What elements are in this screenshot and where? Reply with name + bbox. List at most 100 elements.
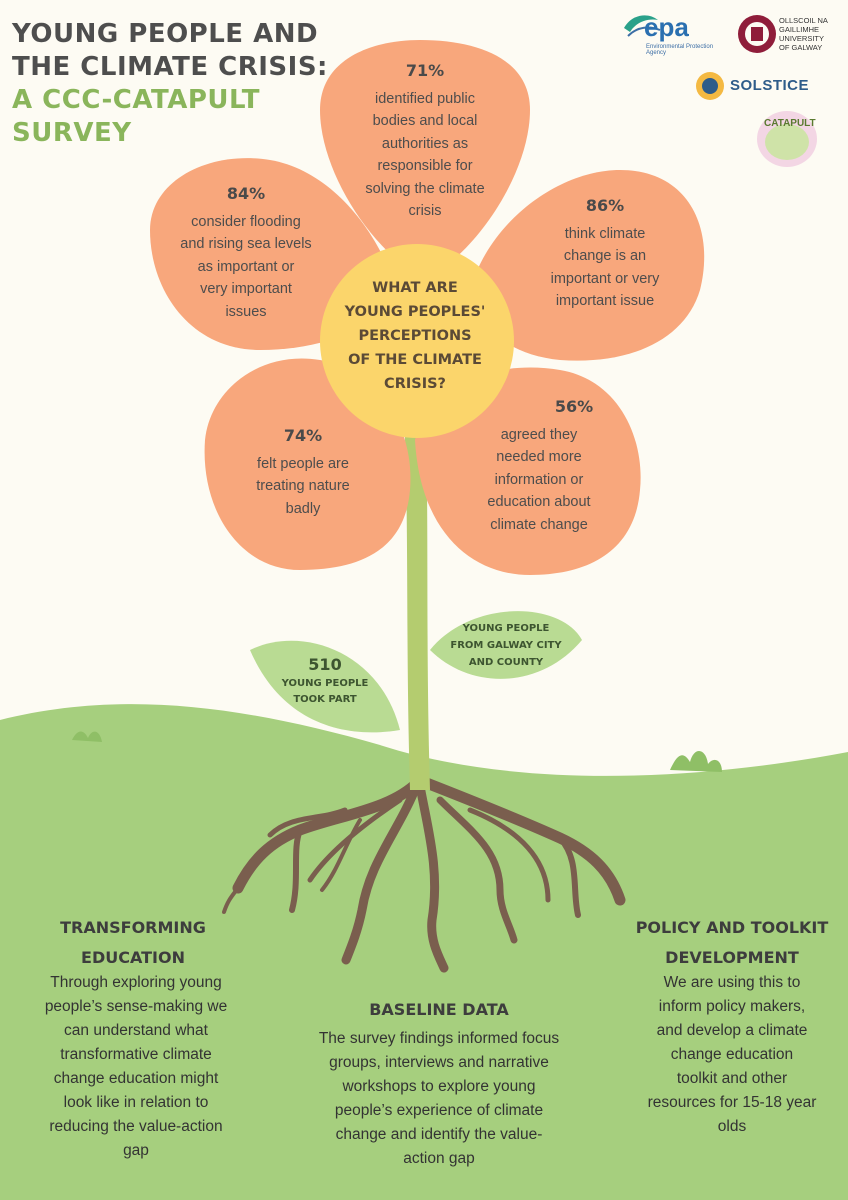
petal-left-text: 84% consider flooding and rising sea lev… — [166, 183, 326, 323]
epa-subtext: Environmental Protection Agency — [646, 44, 714, 56]
petal-left-line: and rising sea levels — [180, 236, 312, 252]
petal-right-line: think climate — [564, 225, 646, 242]
center-line: CRISIS? — [384, 376, 446, 392]
petal-bottom-right-line: information or — [494, 471, 584, 488]
galway-line-1: OLLSCOIL NA — [779, 16, 828, 25]
center-question: WHAT ARE YOUNG PEOPLES' PERCEPTIONS OF T… — [340, 276, 490, 396]
baseline-body-line: action gap — [403, 1150, 475, 1167]
education-body-line: reducing the value-action — [49, 1118, 223, 1135]
title-line-3: A CCC-CATAPULT — [12, 85, 260, 115]
baseline-body: The survey findings informed focus group… — [282, 1027, 596, 1171]
baseline-body-line: people’s experience of climate — [334, 1102, 544, 1119]
catapult-badge-icon — [757, 111, 817, 167]
petal-bottom-right-line: needed more — [496, 449, 582, 465]
petal-top-line: crisis — [408, 203, 442, 219]
roots — [222, 776, 626, 973]
petal-top-line: bodies and local — [372, 113, 478, 129]
petal-top — [320, 40, 530, 280]
petal-bottom-right-line: education about — [487, 494, 591, 510]
petal-top-line: solving the climate — [365, 180, 485, 197]
galway-text: OLLSCOIL NA GAILLIMHE UNIVERSITY OF GALW… — [779, 16, 828, 52]
education-heading-line: TRANSFORMING — [60, 918, 206, 937]
galway-line-4: OF GALWAY — [779, 43, 823, 52]
petal-bottom-left-pct: 74% — [283, 426, 323, 445]
policy-body-line: resources for 15-18 year — [647, 1094, 817, 1111]
petal-right — [470, 170, 705, 361]
grass-tuft-left — [72, 731, 102, 742]
petal-bottom-right-line: agreed they — [500, 426, 578, 443]
catapult-wordmark: CATAPULT — [764, 118, 816, 129]
page-title: YOUNG PEOPLE AND THE CLIMATE CRISIS: A C… — [12, 18, 328, 150]
petal-right-line: important issue — [555, 293, 655, 309]
university-of-galway-logo: OLLSCOIL NA GAILLIMHE UNIVERSITY OF GALW… — [737, 14, 842, 58]
solstice-logo: SOLSTICE — [694, 70, 814, 104]
education-heading-line: EDUCATION — [81, 948, 185, 967]
galway-line-2: GAILLIMHE — [779, 25, 820, 34]
petal-left-line: issues — [225, 303, 267, 320]
leaf-left-line: YOUNG PEOPLE — [281, 678, 369, 689]
petal-bottom-left-line: treating nature — [256, 478, 350, 494]
center-line: WHAT ARE — [372, 280, 458, 296]
policy-body-line: change education — [670, 1046, 794, 1063]
petal-right-text: 86% think climate change is an important… — [530, 195, 680, 313]
baseline-body-line: workshops to explore young — [342, 1078, 536, 1095]
education-body-line: Through exploring young — [50, 974, 222, 991]
education-body: Through exploring young people’s sense-m… — [14, 971, 258, 1163]
petal-bottom-left-text: 74% felt people are treating nature badl… — [228, 425, 378, 520]
galway-crest-icon — [738, 15, 776, 53]
epa-wordmark: epa — [644, 12, 689, 42]
baseline-body-line: groups, interviews and narrative — [329, 1054, 549, 1071]
baseline-body-line: change and identify the value- — [335, 1126, 543, 1143]
title-line-1: YOUNG PEOPLE AND — [12, 19, 319, 49]
baseline-heading-line: BASELINE DATA — [369, 1000, 509, 1019]
leaf-right-text: YOUNG PEOPLE FROM GALWAY CITY AND COUNTY — [448, 620, 564, 671]
leaf-left-text: 510 YOUNG PEOPLE TOOK PART — [272, 654, 378, 708]
education-body-line: gap — [123, 1142, 149, 1159]
leaf-left-line: TOOK PART — [293, 694, 357, 705]
policy-body-line: and develop a climate — [656, 1022, 808, 1039]
participants-count: 510 — [308, 655, 342, 674]
petal-left-line: very important — [200, 281, 292, 297]
catapult-logo: CATAPULT — [756, 110, 818, 168]
petal-left-line: consider flooding — [191, 213, 301, 230]
leaf-right-line: YOUNG PEOPLE — [462, 623, 550, 634]
policy-body: We are using this to inform policy maker… — [620, 971, 844, 1139]
policy-body-line: We are using this to — [663, 974, 801, 991]
baseline-body-line: The survey findings informed focus — [318, 1030, 560, 1047]
petal-top-line: authorities as — [381, 135, 469, 152]
policy-body-line: toolkit and other — [676, 1070, 788, 1087]
center-line: OF THE CLIMATE — [348, 352, 482, 368]
education-body-line: people’s sense-making we — [44, 998, 228, 1015]
petal-top-text: 71% identified public bodies and local a… — [332, 60, 518, 223]
education-heading: TRANSFORMING EDUCATION — [28, 913, 238, 973]
policy-heading: POLICY AND TOOLKIT DEVELOPMENT — [622, 913, 842, 973]
center-line: PERCEPTIONS — [358, 328, 472, 344]
epa-swoosh-icon — [624, 15, 661, 37]
petal-top-line: identified public — [375, 90, 475, 107]
solstice-sun-icon — [696, 72, 724, 100]
education-body-line: can understand what — [64, 1022, 208, 1039]
flower-center — [320, 244, 514, 438]
title-line-4: SURVEY — [12, 118, 132, 148]
policy-body-line: inform policy makers, — [658, 998, 806, 1015]
grass-hill — [0, 704, 848, 1200]
petal-left-line: as important or — [197, 258, 295, 275]
title-line-2: THE CLIMATE CRISIS: — [12, 52, 328, 82]
petal-bottom-right-pct: 56% — [554, 397, 594, 416]
center-line: YOUNG PEOPLES' — [344, 304, 486, 320]
petal-bottom-left-line: felt people are — [257, 455, 349, 472]
petal-top-pct: 71% — [405, 61, 445, 80]
solstice-wordmark: SOLSTICE — [730, 77, 810, 94]
education-body-line: transformative climate — [60, 1046, 212, 1063]
policy-heading-line: POLICY AND TOOLKIT — [635, 918, 829, 937]
baseline-heading: BASELINE DATA — [300, 995, 578, 1025]
petal-bottom-right-line: climate change — [490, 516, 588, 533]
petal-bottom-left-line: badly — [285, 500, 321, 517]
petal-left-pct: 84% — [226, 184, 266, 203]
grass-tuft-right — [670, 750, 722, 772]
policy-body-line: olds — [717, 1118, 747, 1135]
flower-petals — [150, 40, 705, 575]
leaf-left — [250, 640, 400, 733]
